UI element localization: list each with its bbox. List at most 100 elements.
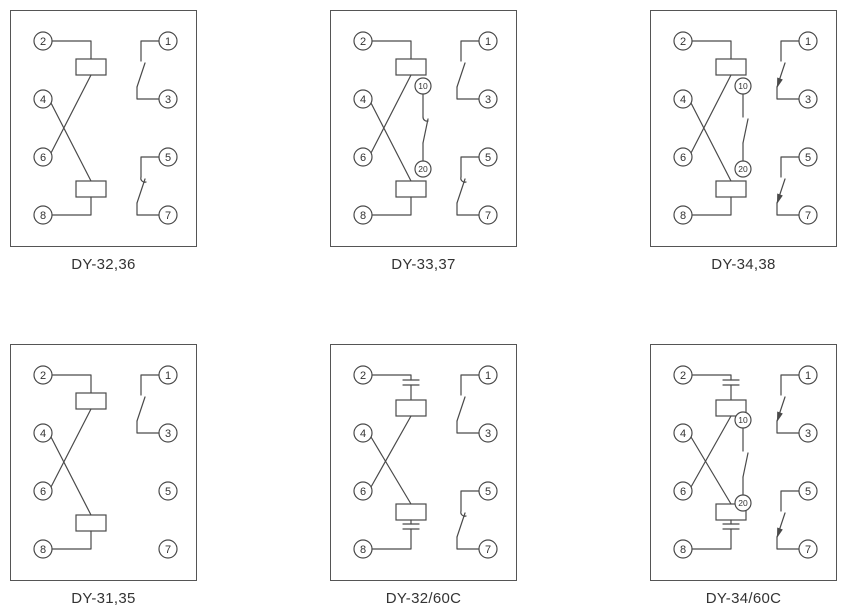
- svg-text:6: 6: [40, 152, 46, 164]
- terminal-6: 6: [33, 481, 53, 501]
- coil-circuit: [370, 40, 427, 216]
- svg-text:10: 10: [738, 415, 748, 425]
- svg-text:1: 1: [805, 36, 811, 48]
- terminal-4: 4: [33, 89, 53, 109]
- cross-wire: [370, 102, 412, 182]
- contact-blade: [456, 62, 466, 88]
- cross-wire: [690, 102, 732, 182]
- contact-arrow: [777, 193, 783, 204]
- contact-10-20: [742, 93, 749, 162]
- schematic-frame: 2 4 6 8 1 3 5 7: [10, 10, 197, 247]
- diagram-label: DY-32,36: [71, 256, 136, 273]
- terminal-6: 6: [353, 481, 373, 501]
- contact-blade: [136, 396, 146, 422]
- svg-text:7: 7: [485, 544, 491, 556]
- terminal-1: 1: [798, 365, 818, 385]
- capacitor-lower: [402, 523, 420, 530]
- contact-blade: [456, 178, 466, 204]
- terminal-6: 6: [673, 481, 693, 501]
- coil-circuit: [690, 374, 747, 550]
- diagram-card-dy-34-60c: 2 4 6 8 10 20 1 3 5 7 DY-34/60C: [650, 344, 837, 607]
- diagram-card-dy-31-35: 2 4 6 8 1 3 5 7 DY-31,35: [10, 344, 197, 607]
- svg-text:6: 6: [40, 486, 46, 498]
- contact-1-3: [456, 40, 480, 100]
- contact-hook: [460, 176, 467, 183]
- contact-blade: [742, 452, 749, 478]
- terminal-5: 5: [158, 481, 178, 501]
- contact-5-7: [776, 490, 800, 550]
- svg-text:5: 5: [165, 152, 171, 164]
- svg-text:7: 7: [165, 544, 171, 556]
- terminal-20: 20: [734, 494, 752, 512]
- contact-5-7: [776, 156, 800, 216]
- coil-upper: [75, 392, 107, 410]
- svg-text:1: 1: [165, 370, 171, 382]
- schematic-frame: 2 4 6 8 1 3 5 7: [10, 344, 197, 581]
- contact-arrow: [777, 527, 783, 538]
- svg-text:8: 8: [40, 544, 46, 556]
- terminal-7: 7: [798, 539, 818, 559]
- coil-lower: [715, 180, 747, 198]
- coil-lower: [395, 180, 427, 198]
- coil-upper: [395, 399, 427, 417]
- svg-text:2: 2: [360, 370, 366, 382]
- svg-text:4: 4: [40, 94, 46, 106]
- terminal-4: 4: [673, 89, 693, 109]
- svg-text:6: 6: [680, 152, 686, 164]
- terminal-10: 10: [734, 411, 752, 429]
- terminal-5: 5: [158, 147, 178, 167]
- terminal-10: 10: [734, 77, 752, 95]
- coil-circuit: [370, 374, 427, 550]
- svg-text:3: 3: [805, 428, 811, 440]
- terminal-1: 1: [158, 365, 178, 385]
- schematic-dy-34-60c: 2 4 6 8 10 20 1 3 5 7: [673, 365, 818, 559]
- coil-upper: [395, 58, 427, 76]
- svg-text:5: 5: [485, 486, 491, 498]
- cross-wire: [50, 408, 92, 488]
- terminal-3: 3: [478, 423, 498, 443]
- svg-text:6: 6: [360, 486, 366, 498]
- diagram-label: DY-32/60C: [385, 590, 462, 607]
- terminal-7: 7: [478, 205, 498, 225]
- svg-text:7: 7: [485, 210, 491, 222]
- cross-wire: [370, 415, 412, 488]
- svg-text:1: 1: [805, 370, 811, 382]
- terminal-5: 5: [798, 147, 818, 167]
- terminal-3: 3: [478, 89, 498, 109]
- svg-text:5: 5: [165, 486, 171, 498]
- svg-text:20: 20: [738, 164, 748, 174]
- terminal-3: 3: [158, 89, 178, 109]
- terminal-7: 7: [478, 539, 498, 559]
- terminal-10: 10: [414, 77, 432, 95]
- terminal-6: 6: [353, 147, 373, 167]
- coil-circuit: [690, 40, 747, 216]
- svg-text:3: 3: [485, 94, 491, 106]
- terminal-3: 3: [158, 423, 178, 443]
- coil-circuit: [50, 374, 107, 550]
- svg-text:8: 8: [360, 210, 366, 222]
- schematic-dy-34-38: 2 4 6 8 10 20 1 3 5 7: [673, 31, 818, 225]
- terminal-8: 8: [33, 205, 53, 225]
- contact-5-7: [456, 490, 480, 550]
- svg-text:5: 5: [485, 152, 491, 164]
- schematic-frame: 2 4 6 8 1 3 5 7: [330, 344, 517, 581]
- schematic-dy-32-36: 2 4 6 8 1 3 5 7: [33, 31, 178, 225]
- svg-text:7: 7: [805, 210, 811, 222]
- svg-text:8: 8: [680, 544, 686, 556]
- svg-text:20: 20: [738, 498, 748, 508]
- terminal-20: 20: [414, 160, 432, 178]
- schematic-dy-31-35: 2 4 6 8 1 3 5 7: [33, 365, 178, 559]
- schematic-frame: 2 4 6 8 10 20 1 3 5 7: [650, 344, 837, 581]
- schematic-frame: 2 4 6 8 10 20 1 3 5 7: [330, 10, 517, 247]
- contact-1-3: [776, 40, 800, 100]
- coil-lower: [75, 514, 107, 532]
- contact-blade: [456, 396, 466, 422]
- terminal-8: 8: [33, 539, 53, 559]
- terminal-5: 5: [478, 147, 498, 167]
- terminal-1: 1: [158, 31, 178, 51]
- terminal-8: 8: [673, 205, 693, 225]
- contact-hook: [140, 176, 147, 183]
- cross-wire: [50, 436, 92, 516]
- svg-text:3: 3: [805, 94, 811, 106]
- contact-10-20: [422, 93, 429, 162]
